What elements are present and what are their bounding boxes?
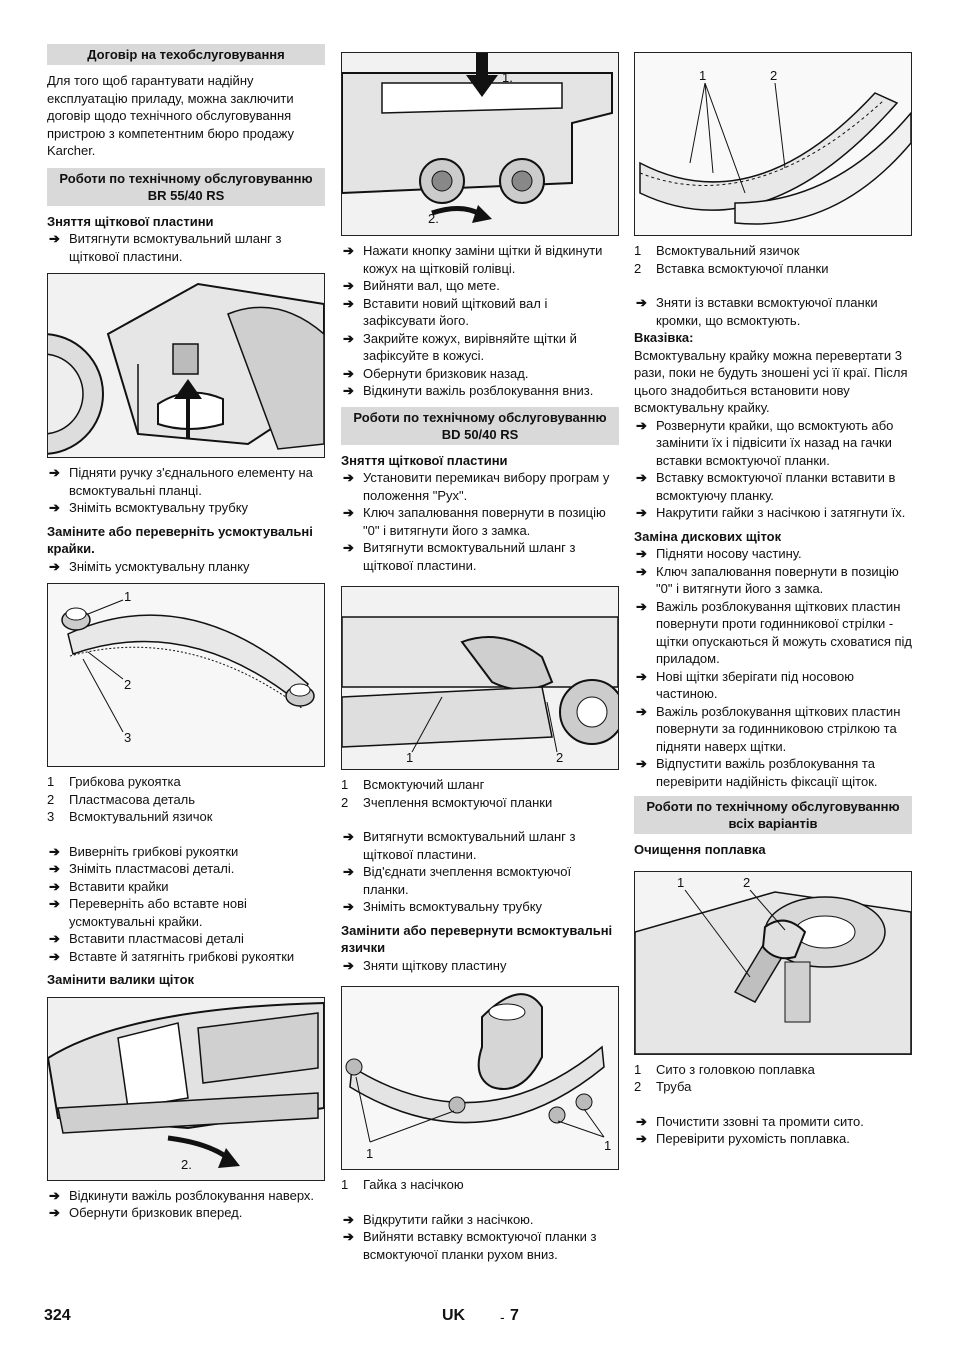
step: ➔Нажати кнопку заміни щітки й відкинути … [343, 243, 603, 276]
step: ➔Обернути бризковик назад. [343, 365, 529, 381]
step: ➔Відпустити важіль розблокування та пере… [636, 756, 878, 789]
subheading-brush-rollers: Замінити валики щіток [47, 972, 195, 987]
subheading-squeegee-lips: Заміните або переверніть усмоктувальні к… [47, 523, 313, 557]
callout-1: 1 [366, 1146, 374, 1161]
subheading-suction-lips: Замінити або перевернути всмоктувальні я… [341, 922, 613, 956]
step: ➔Відкинути важіль розблокування наверх. [49, 1187, 315, 1203]
figure-squeegee: 1 2 3 [47, 583, 325, 767]
callout-step-1: 1. [502, 70, 513, 85]
step: ➔Відкрутити гайки з насічкою. [343, 1211, 534, 1227]
section-header-br: Роботи по технічному обслуговуванню BR 5… [47, 167, 325, 206]
subheading-disc-brushes: Заміна дискових щіток [634, 528, 782, 544]
step: ➔Витягнути всмоктувальний шланг з щітков… [343, 829, 576, 862]
figure-brush-cover: 1. 2. [341, 52, 619, 236]
callout-1: 1 [604, 1138, 612, 1153]
step: ➔Розвернути крайки, що всмоктують або за… [636, 417, 894, 468]
step: ➔Вставку всмоктуючої планки вставити в в… [636, 470, 896, 503]
column-middle: 1. 2. ➔Нажати кнопку заміни щітки й відк… [341, 42, 619, 1263]
step: ➔Зніміть всмоктувальну трубку [343, 899, 543, 914]
callout-1: 1 [677, 874, 685, 890]
step: ➔Від'єднати зчеплення всмоктуючої планки… [343, 864, 572, 897]
note-title: Вказівка: [634, 330, 694, 345]
language-code: UK [442, 1307, 466, 1324]
step: ➔Вийняти вставку всмоктуючої планки з вс… [343, 1229, 597, 1262]
step: ➔Перевірити рухомість поплавка. [636, 1131, 850, 1146]
callout-2: 2 [124, 677, 132, 692]
subheading-float: Очищення поплавка [634, 842, 766, 857]
step: ➔Почистити ззовні та промити сито. [636, 1113, 864, 1129]
column-left: Договір на техобслуговування Для того що… [47, 42, 325, 1222]
step: ➔Вставити новий щітковий вал і зафіксува… [343, 295, 548, 329]
page-number: 324 [44, 1307, 71, 1324]
callout-3: 3 [124, 730, 132, 745]
step: ➔Вставити пластмасові деталі [49, 931, 244, 946]
contract-text: Для того щоб гарантувати надійну експлуа… [47, 73, 295, 158]
step: ➔Вийняти вал, що мете. [343, 278, 500, 293]
step: ➔Зніміть всмоктувальну трубку [49, 500, 249, 515]
section-header-all: Роботи по технічному обслуговуванню всіх… [634, 796, 912, 834]
figure-float: 1 2 [634, 870, 912, 1055]
callout-1: 1 [124, 589, 132, 604]
step: ➔Важіль розблокування щіткових пластин п… [636, 598, 913, 667]
subheading-remove-brush-plate: Зняття щіткової пластини [47, 213, 214, 229]
subheading-remove-brush-plate: Зняття щіткової пластини [341, 452, 508, 468]
figure-hose-removal [47, 273, 325, 458]
callout-2: 2 [743, 874, 751, 890]
section-header-contract: Договір на техобслуговування [47, 44, 325, 65]
step: ➔Вставити крайки [49, 878, 169, 894]
callout-step-2: 2. [428, 211, 439, 226]
step: ➔Виверніть грибкові рукоятки [49, 843, 239, 859]
step: ➔Підняти носову частину. [636, 546, 802, 561]
step: ➔Ключ запалювання повернути в позицію "0… [636, 563, 899, 597]
step: ➔Нові щітки зберігати під носовою частин… [636, 668, 854, 702]
callout-1: 1 [699, 68, 707, 83]
figure-suction-lip-insert: 1 2 [634, 52, 912, 236]
footer-separator: - [500, 1309, 505, 1325]
step: ➔Вставте й затягніть грибкові рукоятки [49, 948, 295, 964]
figure-roller-lever: 2. [47, 996, 325, 1181]
step: ➔Важіль розблокування щіткових пластин п… [636, 703, 901, 754]
note-text: Всмоктувальну крайку можна перевертати 3… [634, 347, 908, 416]
step: ➔Ключ запалювання повернути в позицію "0… [343, 505, 606, 538]
step: ➔Відкинути важіль розблокування вниз. [343, 383, 594, 398]
step: ➔Зніміть усмоктувальну планку [49, 558, 250, 574]
step: ➔Витягнути всмоктувальний шланг з щітков… [343, 540, 576, 573]
step: ➔Зніміть пластмасові деталі. [49, 861, 235, 876]
section-header-bd: Роботи по технічному обслуговуванню BD 5… [341, 406, 619, 445]
step: ➔Закрийте кожух, вирівняйте щітки й зафі… [343, 330, 577, 364]
sub-page-number: 7 [510, 1307, 519, 1324]
step: ➔Установити перемикач вибору програм у п… [343, 470, 610, 503]
callout-step-2: 2. [181, 1156, 192, 1172]
step: ➔Зняти щіткову пластину [343, 957, 507, 973]
step: ➔Накрутити гайки з насічкою і затягнути … [636, 505, 906, 520]
step: ➔Підняти ручку з'єднального елементу на … [49, 465, 313, 498]
step: ➔Переверніть або вставте нові усмоктувал… [49, 896, 247, 929]
callout-1: 1 [406, 750, 414, 765]
step: ➔Витягнути всмоктувальний шланг з щітков… [49, 231, 282, 264]
step: ➔Обернути бризковик вперед. [49, 1205, 243, 1220]
callout-2: 2 [556, 750, 564, 765]
step: ➔Зняти із вставки всмоктуючої планки кро… [636, 295, 878, 328]
figure-suction-hose: 1 2 [341, 586, 619, 770]
callout-2: 2 [770, 68, 778, 83]
figure-knurled-nuts: 1 1 [341, 986, 619, 1170]
